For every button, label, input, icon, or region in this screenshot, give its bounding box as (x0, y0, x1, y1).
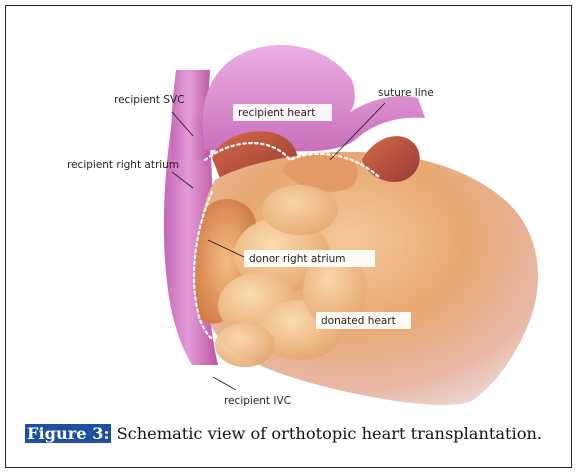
lobe-6 (262, 185, 338, 235)
label-recipient-right-atrium: recipient right atrium (67, 159, 179, 171)
label-donor-right-atrium: donor right atrium (249, 253, 346, 265)
leader-ivc (213, 377, 236, 390)
label-recipient-heart: recipient heart (238, 107, 315, 119)
lobe-5 (215, 323, 275, 367)
label-donated-heart: donated heart (321, 315, 396, 327)
figure-label: Figure 3: (25, 424, 111, 443)
figure-caption: Figure 3: Schematic view of orthotopic h… (25, 423, 550, 445)
label-recipient-svc: recipient SVC (114, 94, 185, 106)
figure-caption-text: Schematic view of orthotopic heart trans… (117, 424, 542, 443)
heart-transplant-illustration: recipient SVC recipient heart suture lin… (0, 0, 579, 420)
label-recipient-ivc: recipient IVC (224, 395, 291, 407)
label-suture-line: suture line (378, 87, 434, 99)
